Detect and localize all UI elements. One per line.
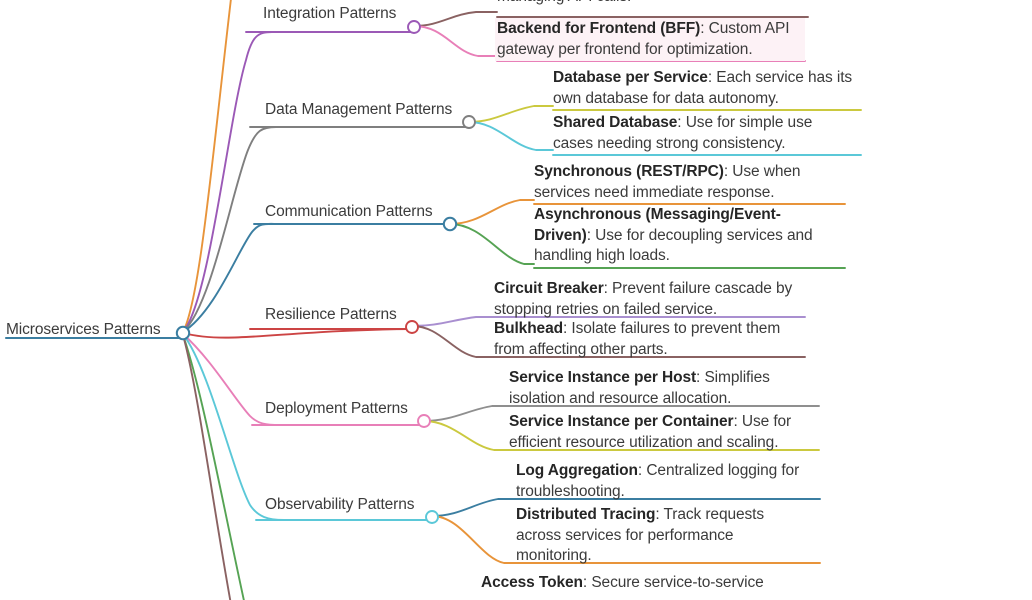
leaf-title: Access Token [481, 574, 583, 591]
leaf-text: managing API calls. [497, 0, 631, 5]
leaf-title: Log Aggregation [516, 462, 638, 479]
leaf-title: Distributed Tracing [516, 506, 656, 523]
edge-datamanagement-dbperservice [468, 105, 554, 123]
edge-datamanagement-shareddb [468, 121, 554, 151]
leaf-title: Bulkhead [494, 320, 563, 337]
branch-communication-patterns[interactable]: Communication Patterns [265, 202, 451, 222]
leaf-title: Asynchronous (Messaging/Event-Driven) [534, 206, 781, 244]
leaf-text: Shared Database: Use for simple use case… [553, 114, 817, 152]
leaf-circuit-breaker[interactable]: Circuit Breaker: Prevent failure cascade… [494, 279, 796, 320]
edge-resilience-bulkhead [411, 325, 495, 358]
leaf-title: Shared Database [553, 114, 678, 131]
edge-integration-bff [413, 25, 498, 57]
leaf-database-per-service[interactable]: Database per Service: Each service has i… [553, 68, 853, 109]
edge-root-data-management [182, 126, 470, 333]
leaf-api-gateway[interactable]: managing API calls. [497, 0, 813, 8]
leaf-service-instance-per-container[interactable]: Service Instance per Container: Use for … [509, 412, 805, 453]
root-node[interactable]: Microservices Patterns [6, 320, 182, 340]
leaf-text: Database per Service: Each service has i… [553, 69, 857, 107]
edge-offscreen-bottom-brown [182, 334, 232, 600]
leaf-bulkhead[interactable]: Bulkhead: Isolate failures to prevent th… [494, 319, 802, 360]
edge-root-observability [182, 333, 433, 521]
leaf-log-aggregation[interactable]: Log Aggregation: Centralized logging for… [516, 461, 814, 502]
branch-label: Deployment Patterns [265, 400, 408, 417]
leaf-backend-for-frontend[interactable]: Backend for Frontend (BFF): Custom API g… [495, 18, 805, 61]
leaf-text: Service Instance per Host: Simplifies is… [509, 369, 774, 407]
leaf-title: Synchronous (REST/RPC) [534, 163, 724, 180]
branch-label: Communication Patterns [265, 203, 433, 220]
edge-communication-asynchronous [449, 223, 535, 265]
branch-data-management-patterns[interactable]: Data Management Patterns [265, 100, 471, 120]
leaf-asynchronous[interactable]: Asynchronous (Messaging/Event-Driven): U… [534, 205, 834, 267]
leaf-access-token[interactable]: Access Token: Secure service-to-service [481, 573, 785, 594]
branch-label: Observability Patterns [265, 496, 415, 513]
branch-observability-patterns[interactable]: Observability Patterns [265, 495, 433, 515]
leaf-text: Access Token: Secure service-to-service [481, 574, 764, 591]
leaf-distributed-tracing[interactable]: Distributed Tracing: Track requests acro… [516, 505, 784, 567]
leaf-text: Service Instance per Container: Use for … [509, 413, 796, 451]
leaf-text: Distributed Tracing: Track requests acro… [516, 506, 769, 564]
edge-root-integration [182, 31, 415, 333]
branch-label: Resilience Patterns [265, 306, 397, 323]
leaf-text: Asynchronous (Messaging/Event-Driven): U… [534, 206, 817, 264]
leaf-title: Service Instance per Host [509, 369, 697, 386]
edge-deployment-percontainer [423, 420, 510, 451]
leaf-text: Backend for Frontend (BFF): Custom API g… [497, 20, 794, 58]
edge-integration-apigateway [413, 11, 498, 27]
leaf-title: Backend for Frontend (BFF) [497, 20, 701, 37]
leaf-title: Service Instance per Container [509, 413, 734, 430]
branch-deployment-patterns[interactable]: Deployment Patterns [265, 399, 425, 419]
edge-deployment-perhost [423, 405, 510, 422]
edge-offscreen-bottom-green [182, 334, 245, 600]
edge-resilience-circuitbreaker [411, 316, 495, 327]
branch-integration-patterns[interactable]: Integration Patterns [263, 4, 415, 24]
leaf-service-instance-per-host[interactable]: Service Instance per Host: Simplifies is… [509, 368, 801, 409]
leaf-title: Circuit Breaker [494, 280, 604, 297]
leaf-text: Bulkhead: Isolate failures to prevent th… [494, 320, 785, 358]
edge-root-resilience [182, 328, 413, 339]
leaf-text: Circuit Breaker: Prevent failure cascade… [494, 280, 797, 318]
branch-resilience-patterns[interactable]: Resilience Patterns [265, 305, 413, 325]
branch-label: Data Management Patterns [265, 101, 453, 118]
edge-observability-logaggregation [431, 498, 517, 517]
branch-label: Integration Patterns [263, 5, 397, 22]
leaf-text: Log Aggregation: Centralized logging for… [516, 462, 804, 500]
leaf-title: Database per Service [553, 69, 708, 86]
edge-observability-distributedtracing [431, 515, 517, 564]
edge-communication-synchronous [449, 199, 535, 225]
leaf-shared-database[interactable]: Shared Database: Use for simple use case… [553, 113, 845, 154]
leaf-text: Synchronous (REST/RPC): Use when service… [534, 163, 805, 201]
root-label: Microservices Patterns [6, 321, 161, 338]
edge-offscreen-top-orange [182, 0, 232, 333]
leaf-synchronous[interactable]: Synchronous (REST/RPC): Use when service… [534, 162, 826, 203]
